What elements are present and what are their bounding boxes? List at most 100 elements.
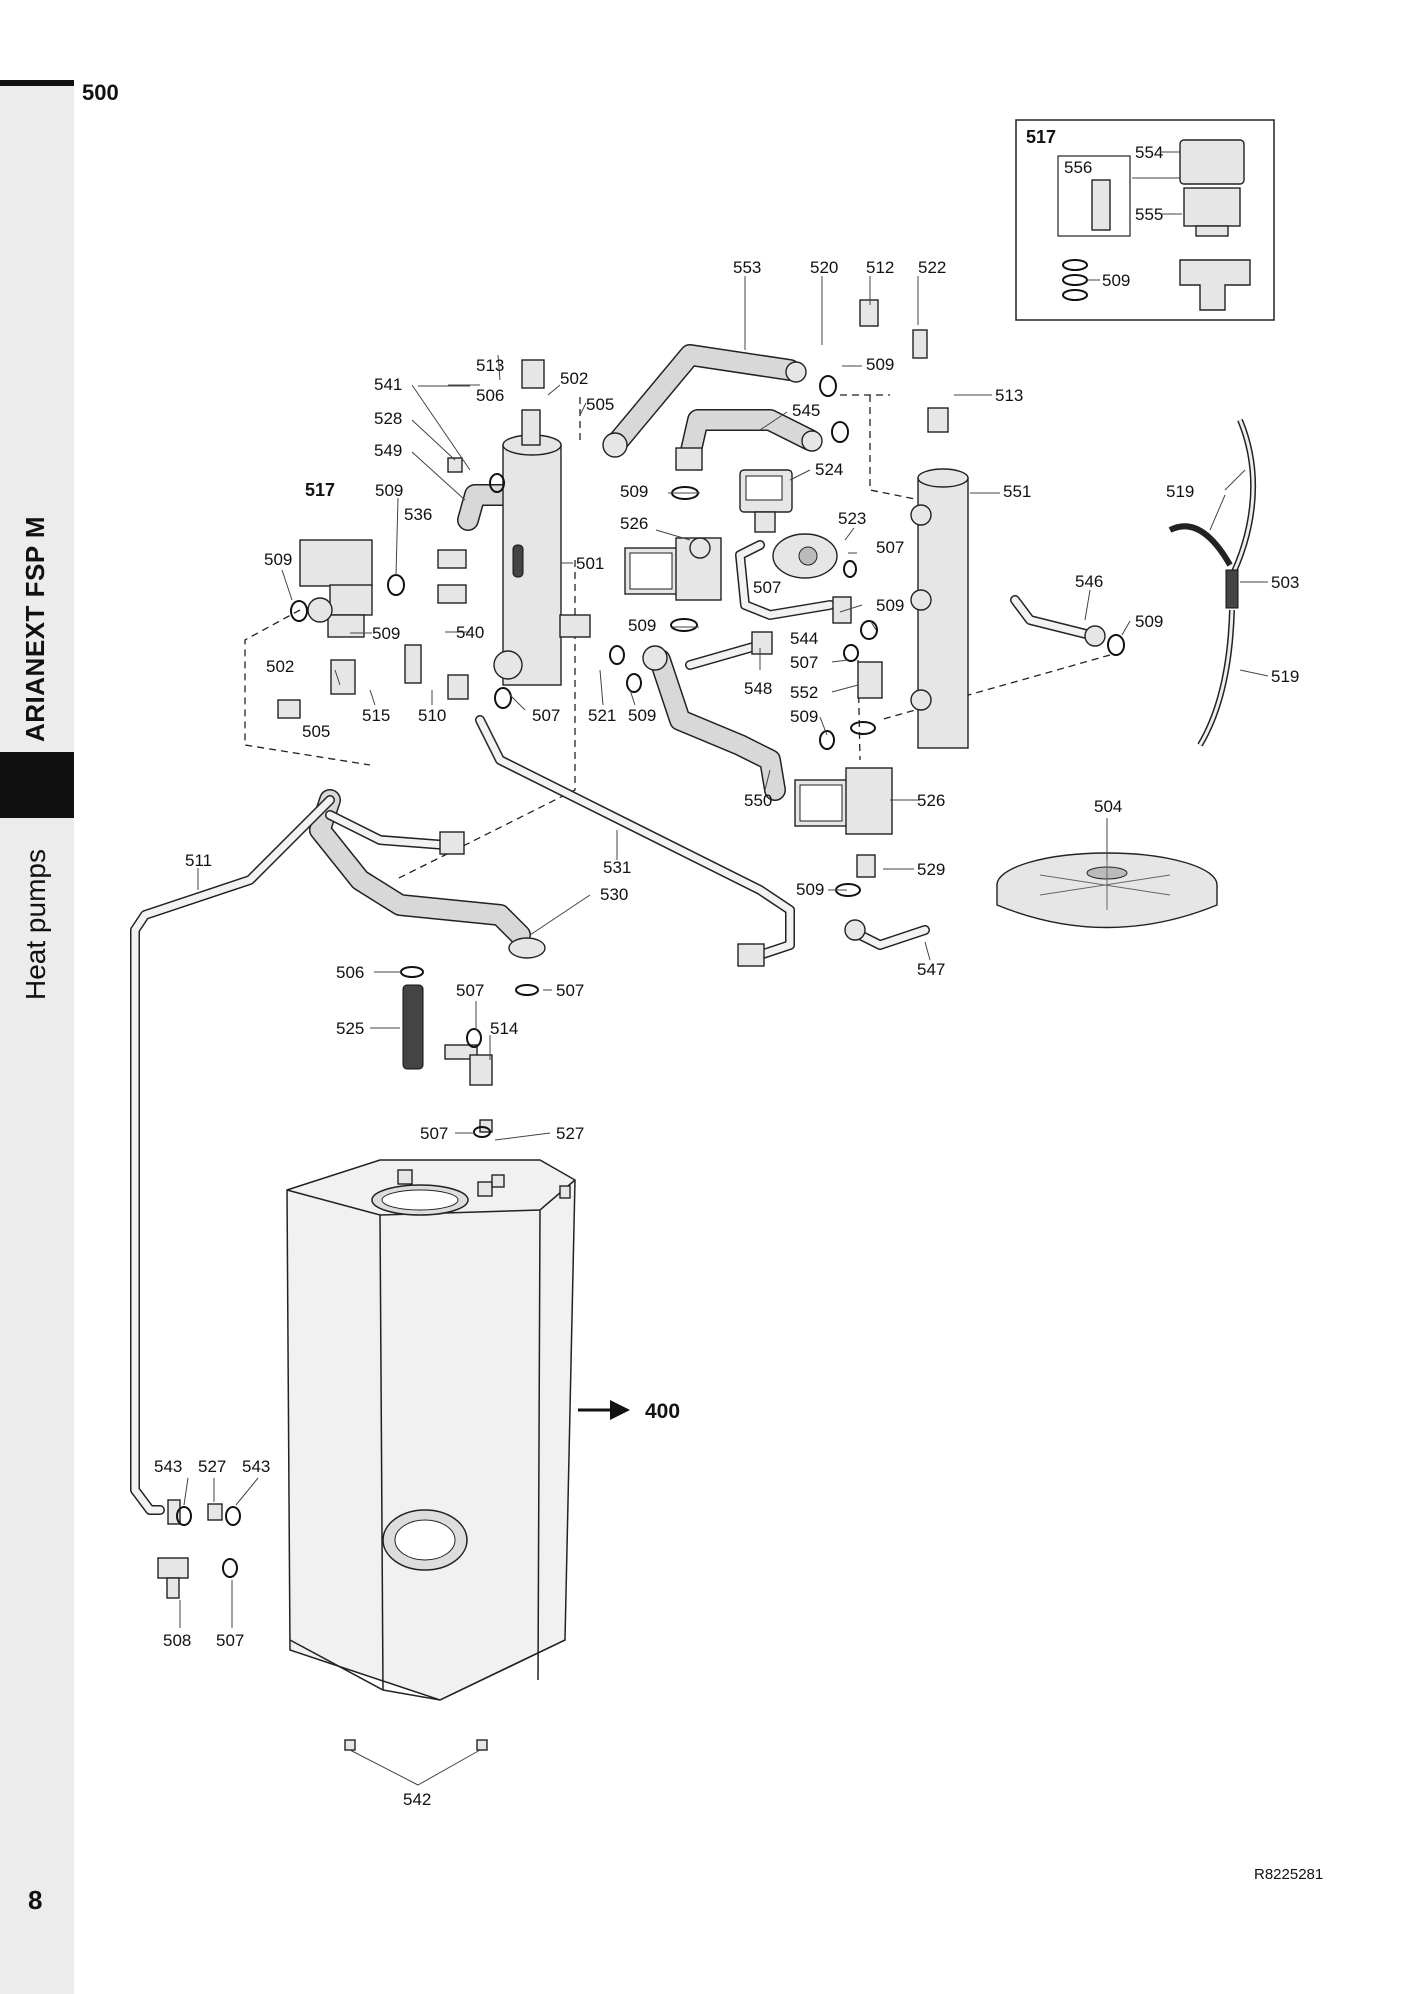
pipe-544: [735, 540, 835, 620]
side-band: [0, 84, 74, 1994]
inset-label-509: 509: [1102, 271, 1130, 290]
label-506-b: 506: [336, 963, 364, 982]
label-536: 536: [404, 505, 432, 524]
label-529: 529: [917, 860, 945, 879]
label-526-a: 526: [620, 514, 648, 533]
pipe-550: [642, 645, 786, 801]
inset-label-554: 554: [1135, 143, 1163, 162]
label-543-a: 543: [154, 1457, 182, 1476]
label-540: 540: [456, 623, 484, 642]
label-509-a: 509: [866, 355, 894, 374]
label-551: 551: [1003, 482, 1031, 501]
hose-519: [1168, 418, 1257, 747]
inset-title: 517: [1026, 127, 1056, 147]
storage-tank: [286, 1159, 576, 1701]
label-522: 522: [918, 258, 946, 277]
label-511: 511: [185, 851, 212, 870]
label-507-d: 507: [532, 706, 560, 725]
page-number: 8: [28, 1885, 43, 1915]
label-546: 546: [1075, 572, 1103, 591]
label-507-e: 507: [456, 981, 484, 1000]
valve-actuator-517: [299, 539, 373, 638]
label-528-a: 528: [374, 409, 402, 428]
pipe-553: [602, 344, 807, 458]
label-509-f: 509: [1135, 612, 1163, 631]
label-550: 550: [744, 791, 772, 810]
label-507-h: 507: [216, 1631, 244, 1650]
label-502-a: 502: [560, 369, 588, 388]
pump-526-upper: [624, 537, 722, 601]
document-reference: R8225281: [1254, 1866, 1324, 1883]
label-505-b: 505: [302, 722, 330, 741]
pipe-546: [1010, 595, 1106, 647]
label-509-i: 509: [628, 706, 656, 725]
label-524: 524: [815, 460, 843, 479]
cross-reference-arrow: [578, 1400, 630, 1420]
label-519-a: 519: [1166, 482, 1194, 501]
label-520: 520: [810, 258, 838, 277]
pipe-531: [475, 715, 795, 967]
label-549: 549: [374, 441, 402, 460]
label-507-g: 507: [420, 1124, 448, 1143]
small-fittings: [157, 299, 949, 1751]
side-top-rule: [0, 80, 74, 86]
label-507-b: 507: [753, 578, 781, 597]
cross-reference-label: 400: [645, 1400, 680, 1423]
label-509-b: 509: [375, 481, 403, 500]
label-503: 503: [1271, 573, 1299, 592]
label-513-a: 513: [476, 356, 504, 375]
label-547: 547: [917, 960, 945, 979]
label-509-e: 509: [876, 596, 904, 615]
part-labels: 553 520 512 522 509 513 502 506 505 541 …: [154, 258, 1299, 1809]
label-542: 542: [403, 1790, 431, 1809]
label-507-a: 507: [876, 538, 904, 557]
valve-body-523: [772, 533, 838, 579]
label-508: 508: [163, 1631, 191, 1650]
pipe-511: [130, 795, 335, 1515]
manifold-551: [910, 468, 969, 749]
label-543-b: 543: [242, 1457, 270, 1476]
label-526-b: 526: [917, 791, 945, 810]
pipe-548: [685, 631, 773, 670]
label-502-b: 502: [266, 657, 294, 676]
pipe-530: [309, 789, 546, 959]
label-517: 517: [305, 480, 335, 500]
label-519-b: 519: [1271, 667, 1299, 686]
label-552: 552: [790, 683, 818, 702]
label-544: 544: [790, 629, 818, 648]
label-509-d: 509: [264, 550, 292, 569]
label-513-b: 513: [995, 386, 1023, 405]
label-507-c: 507: [790, 653, 818, 672]
inset-label-555: 555: [1135, 205, 1163, 224]
inset-label-556: 556: [1064, 158, 1092, 177]
label-553: 553: [733, 258, 761, 277]
label-505-a: 505: [586, 395, 614, 414]
label-514: 514: [490, 1019, 518, 1038]
section-number: 500: [82, 80, 119, 105]
expansion-vessel-504: [996, 852, 1218, 929]
label-509-c: 509: [620, 482, 648, 501]
label-507-f: 507: [556, 981, 584, 1000]
pump-526-lower: [794, 767, 893, 835]
label-509-h: 509: [628, 616, 656, 635]
manifold-501: [493, 409, 562, 686]
label-527-a: 527: [556, 1124, 584, 1143]
label-509-j: 509: [790, 707, 818, 726]
label-531: 531: [603, 858, 631, 877]
inset-box-517: 517 556 554 555 509: [1015, 119, 1275, 321]
pipe-545: [675, 409, 823, 471]
label-530: 530: [600, 885, 628, 904]
label-512: 512: [866, 258, 894, 277]
label-509-k: 509: [796, 880, 824, 899]
label-521: 521: [588, 706, 616, 725]
side-section-marker: [0, 752, 74, 818]
label-501: 501: [576, 554, 604, 573]
label-509-g: 509: [372, 624, 400, 643]
label-523: 523: [838, 509, 866, 528]
label-527-b: 527: [198, 1457, 226, 1476]
label-548: 548: [744, 679, 772, 698]
motor-524: [739, 469, 793, 533]
label-510: 510: [418, 706, 446, 725]
label-506-a: 506: [476, 386, 504, 405]
